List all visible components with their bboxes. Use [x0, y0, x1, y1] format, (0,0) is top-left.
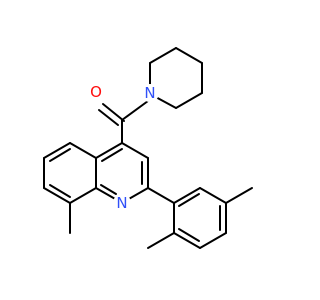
dimethylphenyl-ring	[147, 187, 253, 249]
bond-c7-c8-inner	[49, 184, 71, 198]
bond-c5-c6-inner	[49, 148, 71, 162]
bond-c4a-c5	[69, 142, 97, 159]
bond-ar-1-inner	[178, 193, 200, 207]
piperidine-nitrogen-label: N	[144, 84, 155, 102]
bond-n1-c8a	[95, 187, 118, 201]
piperidine-ring	[149, 47, 203, 109]
bond-ar-1	[173, 187, 201, 204]
bond-carbonyl-o-a	[102, 103, 125, 122]
quinoline-nitrogen-label: N	[116, 194, 127, 212]
bond-c7-c8	[43, 187, 71, 204]
pyridine-ring	[95, 142, 149, 201]
bond-ar-methyl-bottom	[147, 232, 175, 249]
bond-c8-c8a	[69, 187, 97, 204]
bond-c5-c6	[43, 142, 71, 159]
bond-ar-methyl-top	[225, 187, 253, 204]
bond-c2-aryl	[147, 187, 175, 204]
carbonyl-group	[98, 100, 149, 144]
bond-pip-5	[175, 92, 203, 109]
bond-carbonyl-n	[121, 100, 149, 121]
atom-piperidine-nitrogen: N	[141, 84, 159, 102]
bond-n1-c8a-inner	[100, 184, 117, 195]
bond-c4-c3	[121, 142, 149, 159]
bond-c4a-c4-inner	[101, 148, 123, 162]
bond-c4a-c4	[95, 142, 123, 159]
bond-ar-5	[173, 232, 201, 249]
atom-oxygen: O	[87, 83, 105, 101]
bond-pip-3	[175, 47, 203, 64]
bond-ar-4	[199, 232, 227, 249]
bond-ar-2	[199, 187, 227, 204]
bond-ar-5-inner	[178, 228, 200, 242]
molecule-structure: O N N	[43, 47, 253, 249]
oxygen-label: O	[90, 83, 102, 101]
atom-quinoline-nitrogen: N	[113, 194, 131, 212]
bond-pip-2	[149, 47, 177, 64]
benzo-ring	[43, 142, 97, 234]
bond-c2-n1	[126, 187, 149, 201]
bond-carbonyl-o-b	[98, 109, 119, 126]
